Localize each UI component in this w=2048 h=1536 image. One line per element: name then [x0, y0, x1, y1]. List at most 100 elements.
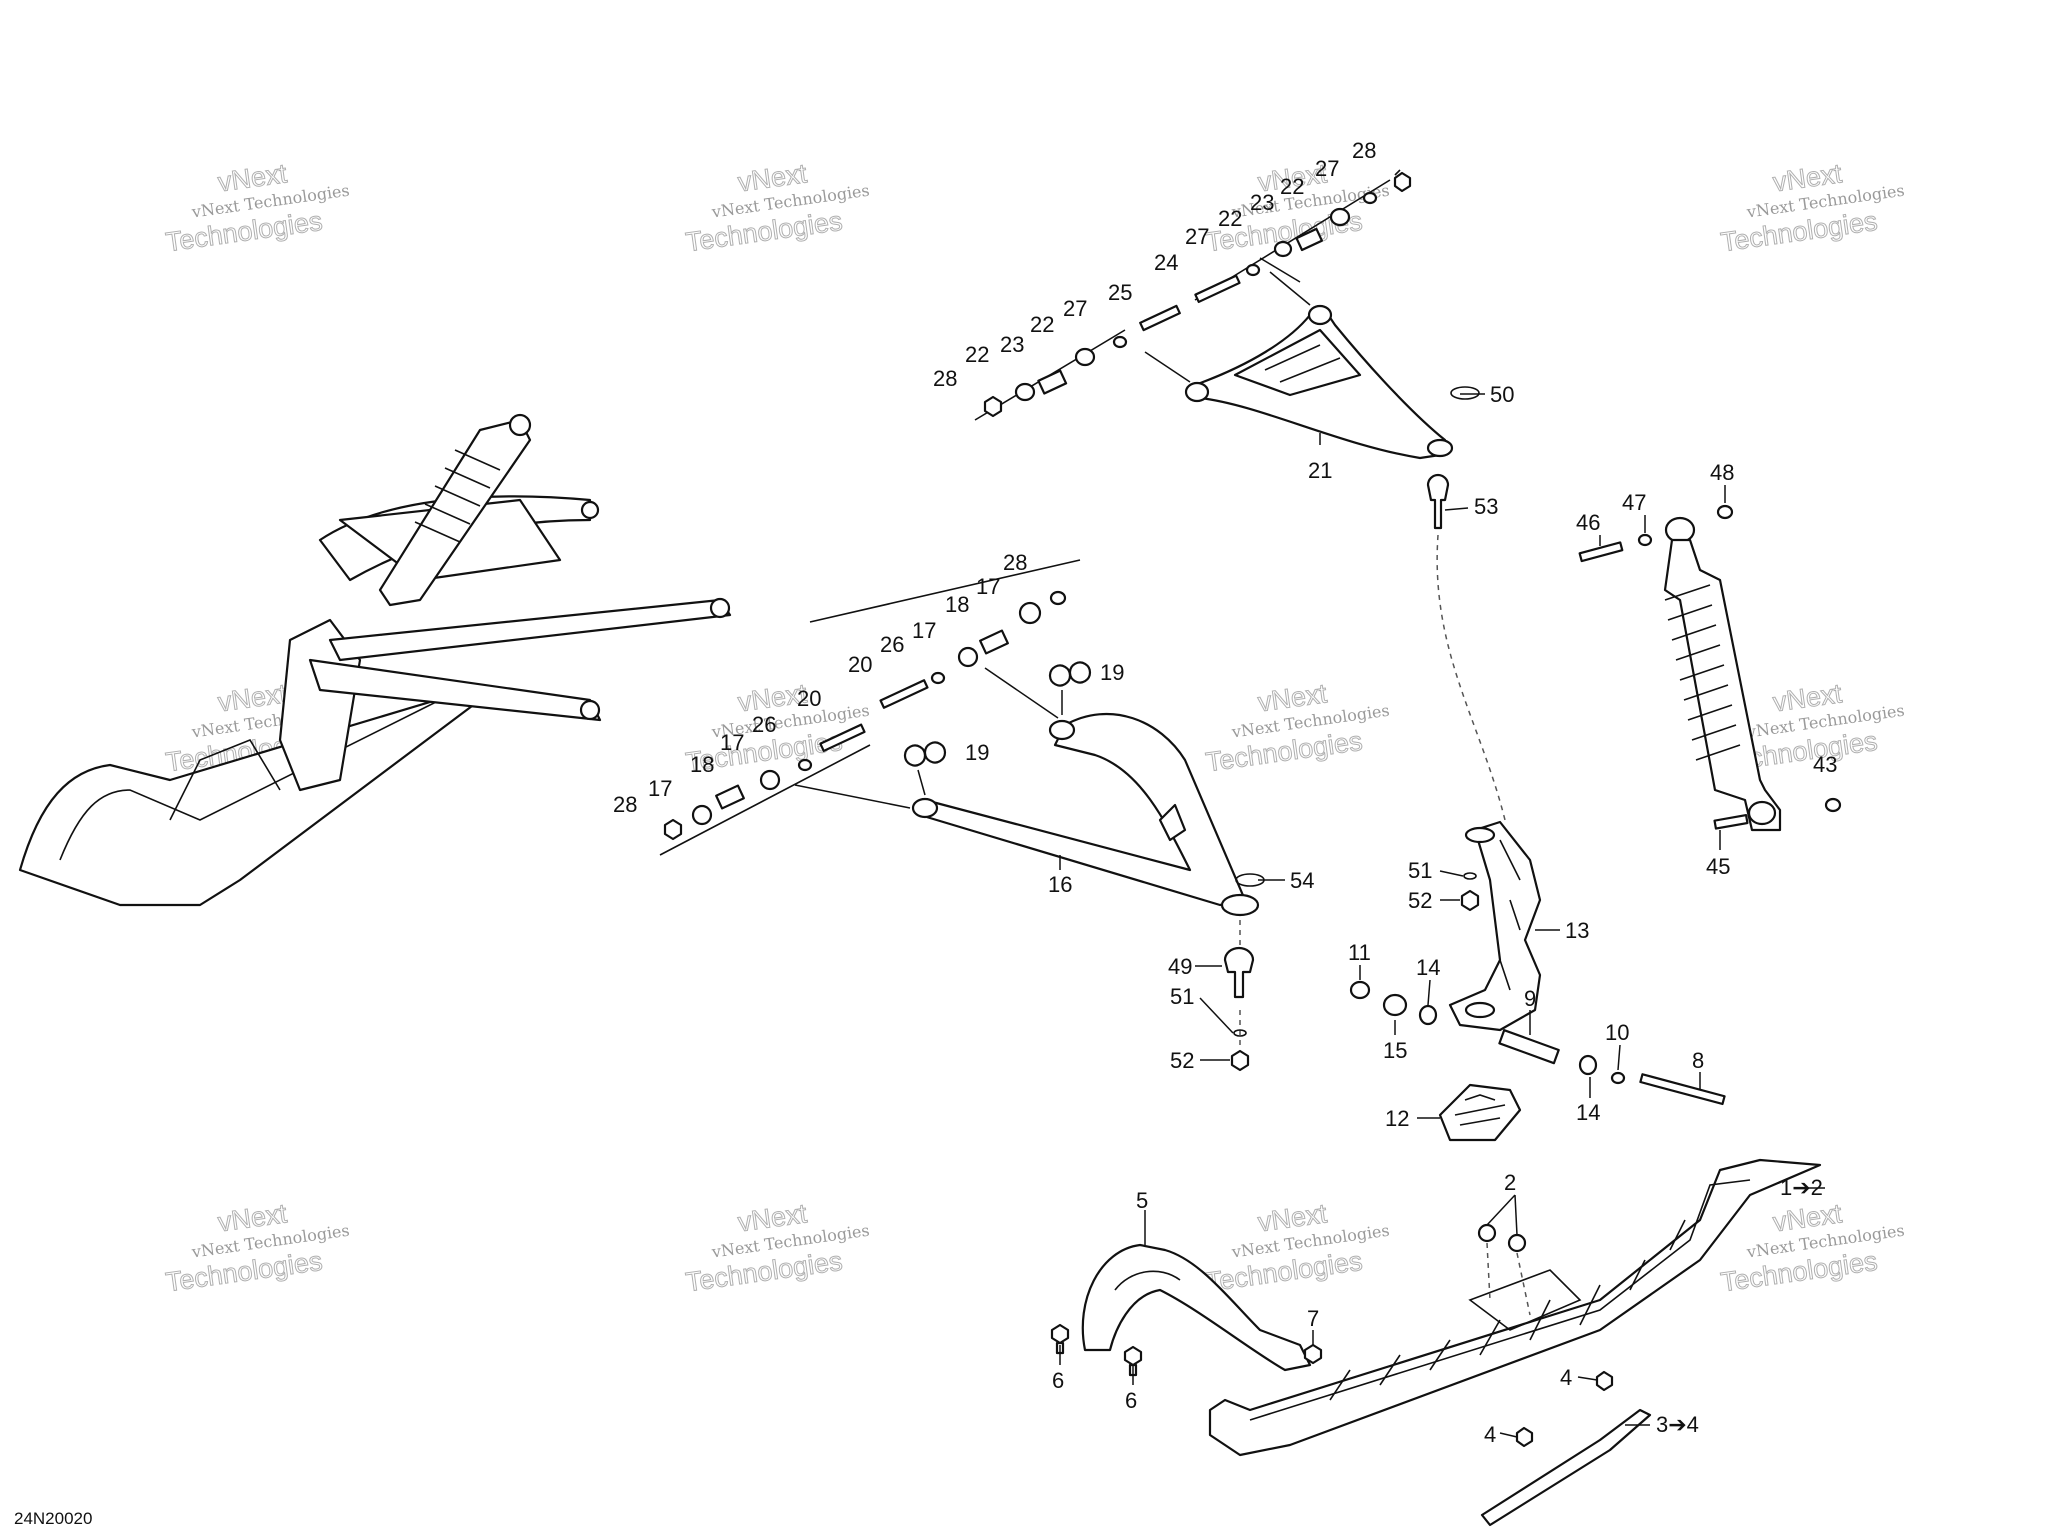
washer-51a: [1463, 872, 1477, 880]
nut-52a: [1460, 889, 1480, 912]
bushing-17c: [957, 646, 979, 668]
callout-label-17: 17: [720, 730, 744, 755]
bolt-46: [1578, 541, 1624, 563]
screw-7: [1303, 1343, 1323, 1365]
sleeve-23a: [1037, 369, 1068, 395]
sleeve-18a: [715, 784, 745, 810]
callout-label-52: 52: [1408, 888, 1432, 913]
bolt-20b: [879, 679, 929, 709]
nut-4b: [1515, 1426, 1534, 1448]
callout-label-14: 14: [1576, 1100, 1600, 1125]
callout-label-20: 20: [797, 686, 821, 711]
callout-label-53: 53: [1474, 494, 1498, 519]
callout-label-22: 22: [1218, 206, 1242, 231]
watermark: vNext vNext Technologies Technologies: [163, 158, 350, 258]
bushing-22a: [1014, 382, 1036, 402]
callout-label-28: 28: [1352, 138, 1376, 163]
callout-label-26: 26: [880, 632, 904, 657]
screw-6a: [1050, 1323, 1070, 1355]
callout-label-8: 8: [1692, 1048, 1704, 1073]
bushing-22c: [1273, 240, 1293, 258]
bushing-17b: [759, 769, 781, 791]
callout-label-7: 7: [1307, 1306, 1319, 1331]
washer-26a: [797, 758, 813, 772]
callout-label-20: 20: [848, 652, 872, 677]
callout-leaders: [1059, 393, 1825, 1438]
assembled-ski: [18, 688, 482, 907]
bushing-22d: [1329, 207, 1351, 227]
callout-label-6: 6: [1125, 1388, 1137, 1413]
sleeve-23b: [1295, 227, 1324, 252]
callout-label-19: 19: [1100, 660, 1124, 685]
callout-label-47: 47: [1622, 490, 1646, 515]
callout-label-19: 19: [965, 740, 989, 765]
callout-label-5: 5: [1136, 1188, 1148, 1213]
callout-label-51: 51: [1170, 984, 1194, 1009]
watermark: vNext vNext Technologies Technologies: [1203, 158, 1390, 258]
callout-label-4: 4: [1560, 1365, 1572, 1390]
watermark: vNext vNext Technologies Technologies: [683, 1198, 870, 1298]
nut-52b: [1230, 1049, 1250, 1072]
nut-28b: [1393, 171, 1412, 193]
callout-label-16: 16: [1048, 872, 1072, 897]
callout-label-15: 15: [1383, 1038, 1407, 1063]
callout-label-52: 52: [1170, 1048, 1194, 1073]
upper-a-arm-group: [974, 169, 1506, 821]
callout-label-11: 11: [1348, 940, 1371, 965]
ski: [1208, 1158, 1822, 1457]
washer-27a: [1112, 335, 1128, 349]
callout-label-28: 28: [933, 366, 957, 391]
bushing-17a: [691, 804, 713, 826]
spacer-19b: [1048, 661, 1092, 687]
sleeve-18b: [979, 629, 1009, 655]
shock-absorber-group: [1578, 504, 1842, 832]
ski-stopper-12: [1438, 1083, 1522, 1142]
callout-label-2: 2: [1504, 1170, 1516, 1195]
callout-label-51: 51: [1408, 858, 1432, 883]
screw-2b: [1507, 1233, 1527, 1253]
diagram-code: 24N20020: [14, 1509, 92, 1528]
screw-2a: [1477, 1223, 1497, 1243]
bolt-25: [1139, 304, 1181, 332]
callout-labels: 1➔2 2 3➔4 4 4 5 6 6 7 8 9 10 11 12 13 14…: [613, 138, 1837, 1447]
washer-27c: [1362, 191, 1378, 205]
callout-label-50: 50: [1490, 382, 1514, 407]
callout-label-24: 24: [1154, 250, 1178, 275]
bolt-24: [1194, 274, 1241, 304]
callout-label-45: 45: [1706, 854, 1730, 879]
nut-28d: [1049, 590, 1067, 606]
watermark: vNext vNext Technologies Technologies: [1203, 1198, 1390, 1298]
callout-label-54: 54: [1290, 868, 1314, 893]
ski-group: [1050, 1158, 1822, 1527]
callout-label-17: 17: [976, 574, 1000, 599]
callout-label-17: 17: [912, 618, 936, 643]
callout-label-48: 48: [1710, 460, 1734, 485]
callout-label-22: 22: [965, 342, 989, 367]
callout-label-17: 17: [648, 776, 672, 801]
nut-11: [1349, 980, 1371, 1000]
nut-48: [1716, 504, 1734, 520]
callout-label-27: 27: [1063, 296, 1087, 321]
screw-6b: [1123, 1345, 1143, 1377]
callout-label-12: 12: [1385, 1106, 1409, 1131]
ball-joint-53: [1426, 473, 1450, 530]
callout-label-22: 22: [1030, 312, 1054, 337]
ski-loop: [1081, 1243, 1312, 1372]
washer-10: [1610, 1071, 1626, 1085]
assembled-suspension-view: [18, 413, 732, 907]
bushing-22b: [1074, 347, 1096, 367]
callout-label-1: 1➔2: [1780, 1175, 1823, 1200]
bolt-20a: [819, 723, 866, 753]
nut-28c: [663, 818, 683, 841]
washer-26b: [930, 671, 946, 685]
ball-joint-49: [1223, 946, 1255, 999]
callout-label-6: 6: [1052, 1368, 1064, 1393]
watermark: vNext vNext Technologies Technologies: [1203, 678, 1390, 778]
callout-label-49: 49: [1168, 954, 1192, 979]
nut-4a: [1595, 1370, 1614, 1392]
washer-47: [1637, 533, 1653, 547]
spindle-group: [1349, 820, 1726, 1142]
spacer-19a: [903, 741, 947, 767]
callout-label-10: 10: [1605, 1020, 1629, 1045]
